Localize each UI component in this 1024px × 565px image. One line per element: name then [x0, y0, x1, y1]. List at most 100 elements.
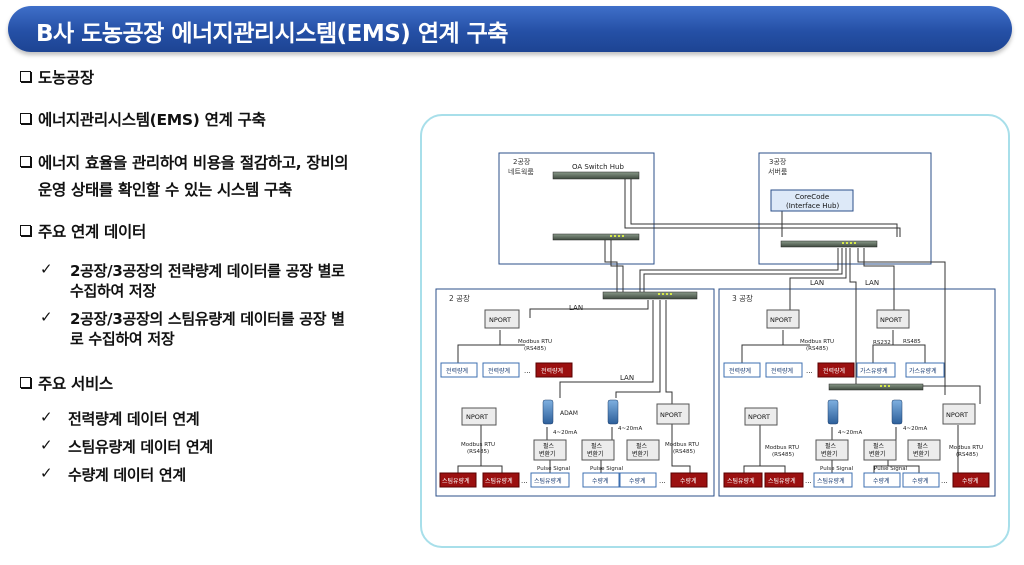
page-title: B사 도농공장 에너지관리시스템(EMS) 연계 구축: [36, 21, 508, 47]
lan-label: LAN: [569, 304, 583, 312]
service-2: 스팀유량계 데이터 연계: [68, 438, 213, 456]
power-meter-label: 전력량계: [729, 367, 751, 375]
pulse-converter-label: 변환기: [869, 450, 886, 458]
net-room-2-label: 2공장: [513, 157, 531, 166]
modbus-label: Modbus RTU: [518, 339, 552, 345]
water-meter-label: 수량계: [629, 477, 646, 485]
lan-label: LAN: [620, 374, 634, 382]
pulse-converter-label: 펄스: [591, 442, 603, 450]
checkbox-bullet-icon: [20, 156, 31, 167]
detail-2-line2: 로 수집하여 저장: [70, 330, 175, 348]
pulse-converter-label: 변환기: [587, 450, 604, 458]
server-room-3-label: 3공장: [769, 157, 787, 166]
pulse-converter-label: 변환기: [632, 450, 649, 458]
detail-1-line2: 수집하여 저장: [70, 282, 156, 300]
rs232-label: RS232: [873, 340, 891, 346]
bullet-5: 주요 서비스: [20, 372, 113, 394]
water-meter-label: 수량계: [962, 477, 979, 485]
switch-hub-2: [552, 233, 640, 241]
steam-meter-label: 스팀유량계: [485, 477, 513, 485]
corecode-label: CoreCode: [795, 193, 829, 201]
nport-label: NPORT: [880, 316, 902, 324]
power-meter-label: 전력량계: [488, 367, 510, 375]
steam-meter-label: 스팀유량계: [768, 477, 796, 485]
oa-switch-hub: [552, 171, 640, 180]
bullet-4: 주요 연계 데이터: [20, 220, 146, 242]
steam-meter-label: 스팀유량계: [442, 477, 470, 485]
pulse-signal-label: Pulse Signal: [874, 466, 908, 472]
factory-3-label: 3 공장: [732, 293, 753, 303]
dots-label: ...: [524, 367, 531, 375]
net-room-2-label: 네트웍룸: [508, 167, 534, 176]
pulse-signal-label: Pulse Signal: [537, 466, 571, 472]
pulse-signal-label: Pulse Signal: [590, 466, 624, 472]
factory-2-label: 2 공장: [449, 293, 470, 303]
pulse-signal-label: Pulse Signal: [820, 466, 854, 472]
steam-meter-label: 스팀유량계: [727, 477, 755, 485]
pulse-converter-label: 변환기: [821, 450, 838, 458]
modbus-label: (RS485): [673, 449, 695, 455]
modbus-label: (RS485): [524, 346, 546, 352]
ma-label: 4~20mA: [903, 426, 927, 432]
adam-devices: [542, 399, 903, 425]
meter-tags: [439, 362, 990, 488]
dots-label: ...: [805, 477, 812, 485]
corecode-hub: [770, 189, 854, 212]
checkbox-bullet-icon: [20, 113, 31, 124]
power-meter-label: 전력량계: [823, 367, 845, 375]
modbus-label: Modbus RTU: [800, 339, 834, 345]
factory-3-switch: [828, 383, 924, 391]
pulse-converter-label: 펄스: [825, 442, 837, 450]
service-3: 수량계 데이터 연계: [68, 466, 186, 484]
nport-label: NPORT: [946, 411, 968, 419]
title-bar: B사 도농공장 에너지관리시스템(EMS) 연계 구축: [8, 6, 1012, 52]
pulse-converter-label: 펄스: [636, 442, 648, 450]
bullet-1: 도농공장: [20, 66, 94, 88]
steam-meter-label: 스팀유량계: [817, 477, 845, 485]
checkbox-bullet-icon: [20, 377, 31, 388]
nport-label: NPORT: [770, 316, 792, 324]
pulse-converters: [533, 439, 941, 461]
ma-label: 4~20mA: [553, 430, 577, 436]
power-meter-label: 전력량계: [541, 367, 563, 375]
gas-meter-label: 가스유량계: [860, 367, 888, 375]
checkbox-bullet-icon: [20, 71, 31, 82]
water-meter-label: 수량계: [592, 477, 609, 485]
modbus-label: Modbus RTU: [949, 445, 983, 451]
pulse-converter-label: 펄스: [917, 442, 929, 450]
net-room-2-box: [498, 152, 655, 265]
check-icon: ✓: [40, 464, 53, 482]
factory-3-box: [718, 288, 996, 497]
steam-meter-label: 스팀유량계: [534, 477, 562, 485]
bullet-3: 에너지 효율을 관리하여 비용을 절감하고, 장비의: [20, 151, 349, 173]
modbus-label: (RS485): [467, 449, 489, 455]
bullet-text: 주요 연계 데이터: [38, 223, 146, 241]
pulse-converter-label: 펄스: [873, 442, 885, 450]
checkbox-bullet-icon: [20, 225, 31, 236]
power-meter-label: 전력량계: [446, 367, 468, 375]
adam-label: ADAM: [560, 410, 578, 417]
bullet-text: 도농공장: [38, 69, 94, 87]
server-room-3-label: 서버룸: [768, 167, 788, 176]
check-icon: ✓: [40, 260, 53, 278]
dots-label: ...: [521, 477, 528, 485]
rs485-label: RS485: [903, 339, 921, 345]
corecode-label: (Interface Hub): [786, 202, 839, 210]
check-icon: ✓: [40, 436, 53, 454]
bullet-text: 에너지 효율을 관리하여 비용을 절감하고, 장비의: [38, 154, 349, 172]
nport-label: NPORT: [466, 413, 488, 421]
ma-label: 4~20mA: [838, 430, 862, 436]
service-1: 전력량계 데이터 연계: [68, 410, 200, 428]
switch-hub-3: [780, 240, 878, 248]
modbus-label: (RS485): [772, 452, 794, 458]
modbus-label: Modbus RTU: [665, 442, 699, 448]
bullet-text: 주요 서비스: [38, 375, 113, 393]
factory-2-switch: [602, 291, 698, 300]
nport-devices: [461, 309, 976, 426]
oa-switch-label: OA Switch Hub: [572, 163, 624, 171]
gas-meter-label: 가스유량계: [909, 367, 937, 375]
dots-label: ...: [806, 367, 813, 375]
water-meter-label: 수량계: [912, 477, 929, 485]
water-meter-label: 수량계: [680, 477, 697, 485]
pulse-converter-label: 변환기: [913, 450, 930, 458]
